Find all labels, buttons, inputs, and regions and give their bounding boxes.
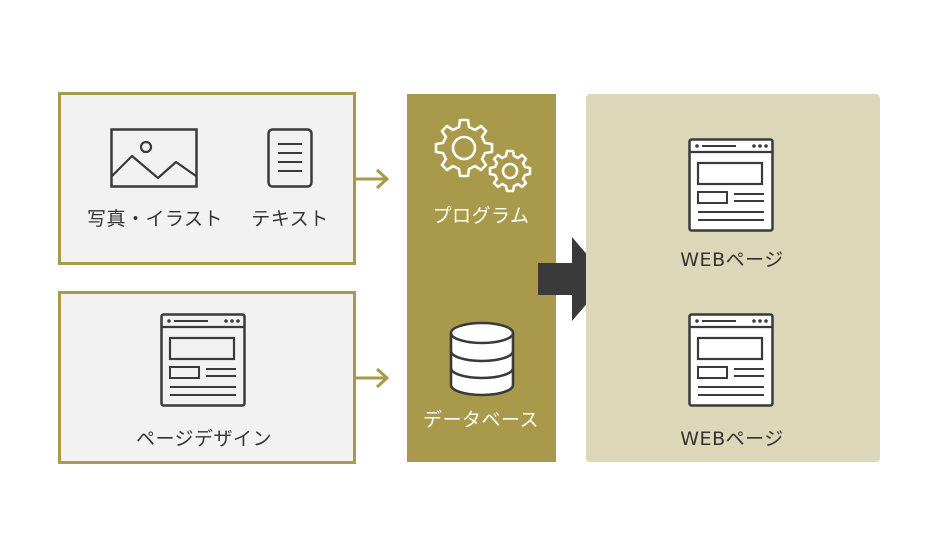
input-box-design	[58, 291, 356, 464]
database-icon	[449, 321, 515, 397]
web-page-label: WEBページ	[680, 428, 784, 450]
arrow-right-icon	[538, 237, 608, 321]
arrow-right-icon	[356, 168, 390, 190]
page-design-label: ページデザイン	[135, 428, 273, 450]
webpage-layout-icon	[160, 313, 246, 407]
photo-illustration-label: 写真・イラスト	[86, 208, 224, 230]
image-icon	[110, 128, 198, 188]
text-label: テキスト	[251, 208, 329, 230]
input-box-media	[58, 92, 356, 265]
web-page-label: WEBページ	[680, 249, 784, 271]
webpage-layout-icon	[688, 138, 774, 232]
document-icon	[267, 128, 313, 188]
arrow-right-icon	[356, 367, 390, 389]
gears-icon	[434, 118, 532, 193]
webpage-layout-icon	[688, 313, 774, 407]
database-label: データベース	[422, 409, 540, 431]
process-panel	[407, 94, 556, 462]
program-label: プログラム	[432, 205, 530, 227]
